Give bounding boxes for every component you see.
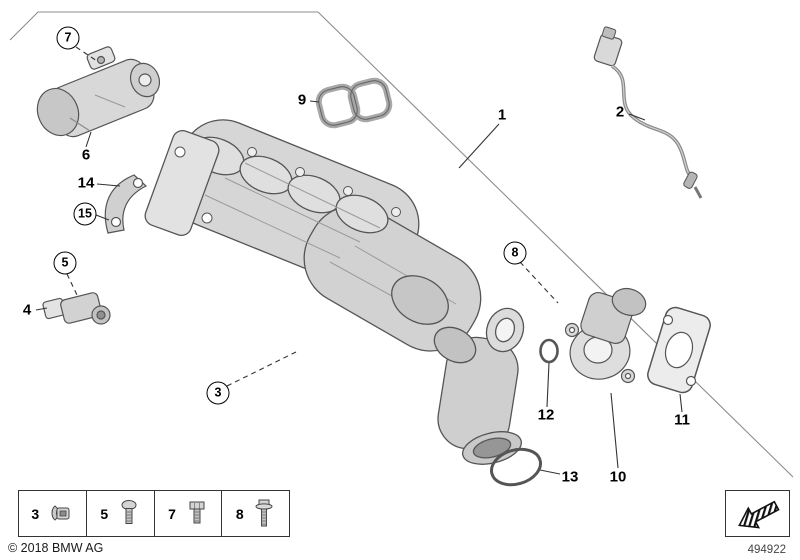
callout-11: 11 [674, 411, 690, 429]
callout-6: 6 [81, 146, 91, 164]
diagram-number: 494922 [747, 544, 786, 556]
legend-number: 8 [235, 505, 244, 522]
part-profile-gasket [315, 77, 393, 129]
screw-icon [121, 499, 137, 524]
part-support-bracket [104, 174, 148, 234]
legend-number: 5 [100, 505, 109, 522]
part-sensor [42, 292, 111, 325]
leader-lines [35, 46, 683, 475]
bolt-icon [189, 501, 205, 523]
callout-8: 8 [503, 241, 527, 265]
callout-5: 5 [53, 251, 77, 275]
symbol-box [725, 490, 790, 537]
legend-item-3: 3 [19, 491, 87, 536]
clip-icon [51, 504, 70, 521]
legend-number: 3 [31, 505, 40, 522]
part-egr-gasket [647, 306, 711, 394]
callout-10: 10 [609, 468, 627, 486]
callout-2: 2 [615, 103, 625, 121]
callout-4: 4 [22, 301, 32, 319]
legend-item-5: 5 [87, 491, 155, 536]
callout-15: 15 [73, 202, 97, 226]
part-egr-oring [539, 338, 559, 364]
part-egr-valve [564, 287, 647, 384]
callout-14: 14 [77, 174, 95, 192]
callout-1: 1 [497, 106, 507, 124]
callout-9: 9 [297, 91, 307, 109]
view-direction-arrow-icon [737, 500, 780, 529]
callout-7: 7 [56, 26, 80, 50]
callout-3: 3 [206, 381, 230, 405]
part-actuator [36, 46, 161, 138]
flange-bolt-icon [255, 499, 273, 526]
callout-12: 12 [537, 406, 555, 424]
fastener-legend: 3 5 7 8 [18, 490, 290, 537]
part-exhaust-temp-sensor [593, 26, 703, 199]
callout-13: 13 [561, 468, 579, 486]
legend-item-8: 8 [222, 491, 289, 536]
legend-item-7: 7 [155, 491, 223, 536]
part-outlet-oring [490, 447, 542, 487]
part-intake-manifold [144, 119, 525, 465]
frame-border [9, 11, 794, 478]
legend-number: 7 [168, 505, 176, 522]
copyright-text: © 2018 BMW AG [8, 541, 104, 555]
